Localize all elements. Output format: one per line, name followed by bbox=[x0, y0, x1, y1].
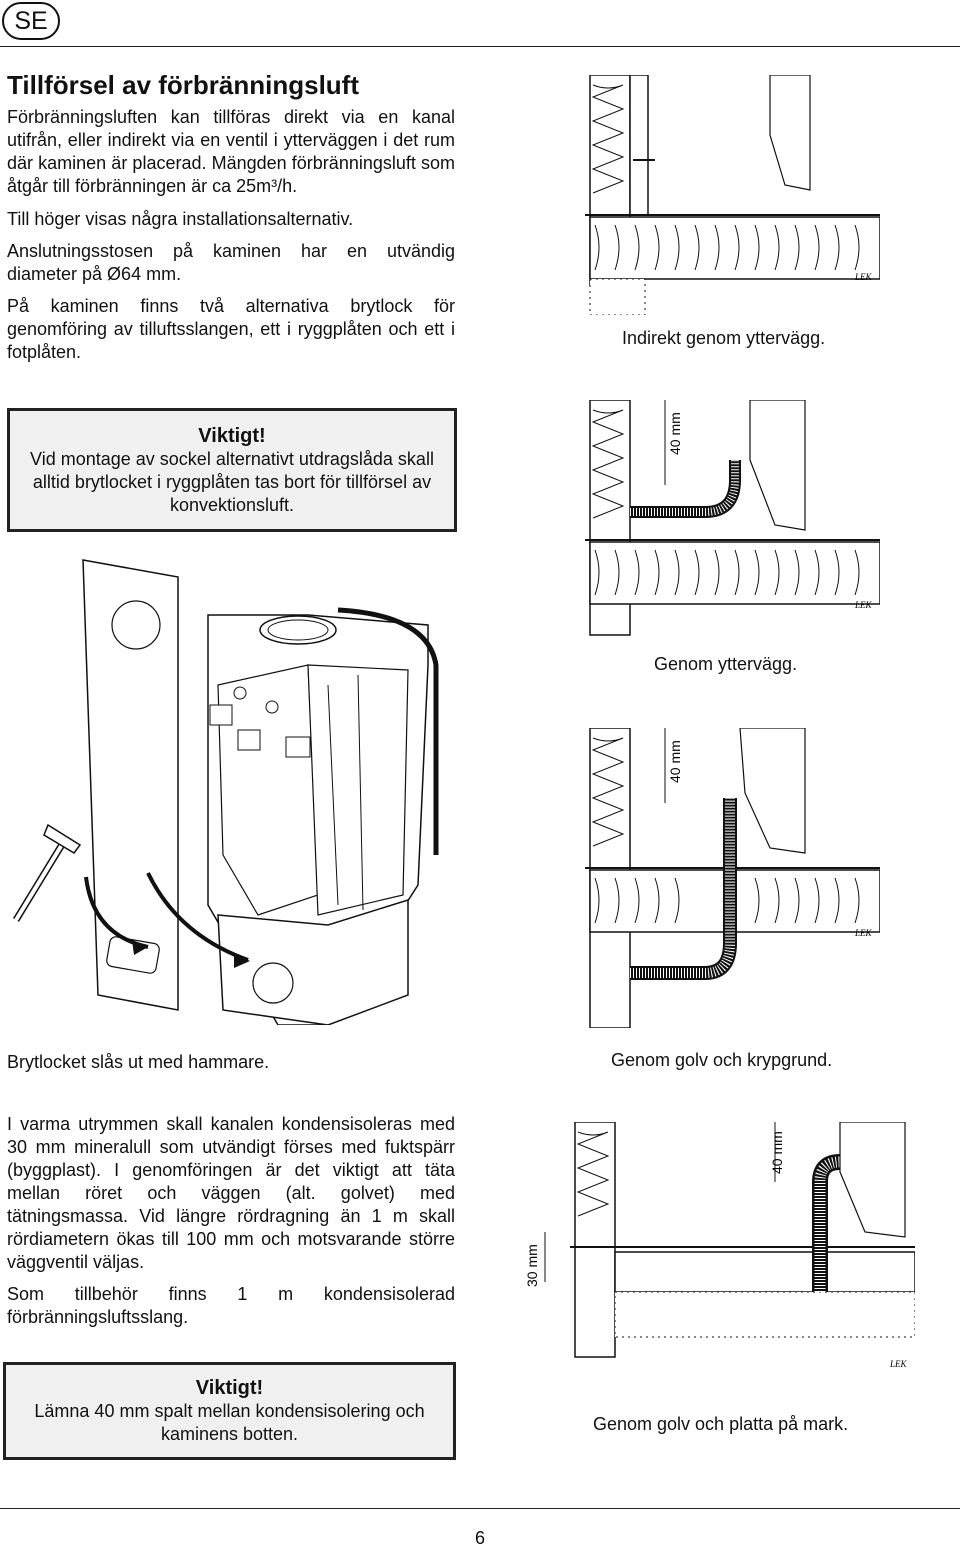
diagram-caption: Genom golv och platta på mark. bbox=[593, 1414, 849, 1434]
paragraph-diameter: Anslutningsstosen på kaminen har en utvä… bbox=[7, 241, 455, 284]
notice-title: Viktigt! bbox=[198, 425, 266, 447]
diagram-watermark: LEK bbox=[889, 1359, 908, 1369]
diagram-watermark: LEK bbox=[854, 272, 873, 282]
stove-caption: Brytlocket slås ut med hammare. bbox=[7, 1052, 270, 1072]
header-divider bbox=[0, 46, 960, 47]
paragraph-alternatives: Till höger visas några installationsalte… bbox=[7, 209, 354, 229]
dimension-label: 40 mm bbox=[667, 740, 683, 783]
dimension-label: 30 mm bbox=[524, 1244, 540, 1287]
notice-title: Viktigt! bbox=[195, 1377, 264, 1399]
diagram-caption: Genom golv och krypgrund. bbox=[611, 1050, 833, 1070]
paragraph-insulation: I varma utrymmen skall kanalen kondensis… bbox=[7, 1114, 455, 1272]
diagram-floor-crawlspace: 40 mm LEK bbox=[585, 728, 880, 1028]
language-badge: SE bbox=[2, 2, 60, 40]
stove-illustration bbox=[13, 559, 439, 1025]
paragraph-intro: Förbränningsluften kan tillföras direkt … bbox=[7, 107, 455, 196]
paragraph-accessory: Som tillbehör finns 1 m kondensisolerad … bbox=[7, 1284, 455, 1327]
diagram-caption: Genom yttervägg. bbox=[654, 654, 798, 674]
diagram-indirect-wall: LEK bbox=[585, 75, 880, 315]
notice-box-1: Viktigt! Vid montage av sockel alternati… bbox=[7, 408, 457, 532]
dimension-label: 40 mm bbox=[769, 1131, 785, 1174]
section-title: Tillförsel av förbränningsluft bbox=[7, 70, 360, 100]
diagram-floor-slab: 30 mm 40 mm LEK bbox=[524, 1122, 915, 1369]
diagram-watermark: LEK bbox=[854, 600, 873, 610]
notice-box-2: Viktigt! Lämna 40 mm spalt mellan konden… bbox=[3, 1362, 456, 1460]
footer-divider bbox=[0, 1508, 960, 1509]
dimension-label: 40 mm bbox=[667, 412, 683, 455]
notice-text: Vid montage av sockel alternativt utdrag… bbox=[30, 449, 434, 515]
diagram-watermark: LEK bbox=[854, 928, 873, 938]
diagram-caption: Indirekt genom yttervägg. bbox=[622, 328, 826, 348]
diagram-through-wall: 40 mm LEK bbox=[585, 400, 880, 636]
paragraph-breakout: På kaminen finns två alternativa brytloc… bbox=[7, 296, 455, 362]
page-number: 6 bbox=[474, 1528, 485, 1548]
notice-text: Lämna 40 mm spalt mellan kondensisolerin… bbox=[34, 1401, 425, 1444]
